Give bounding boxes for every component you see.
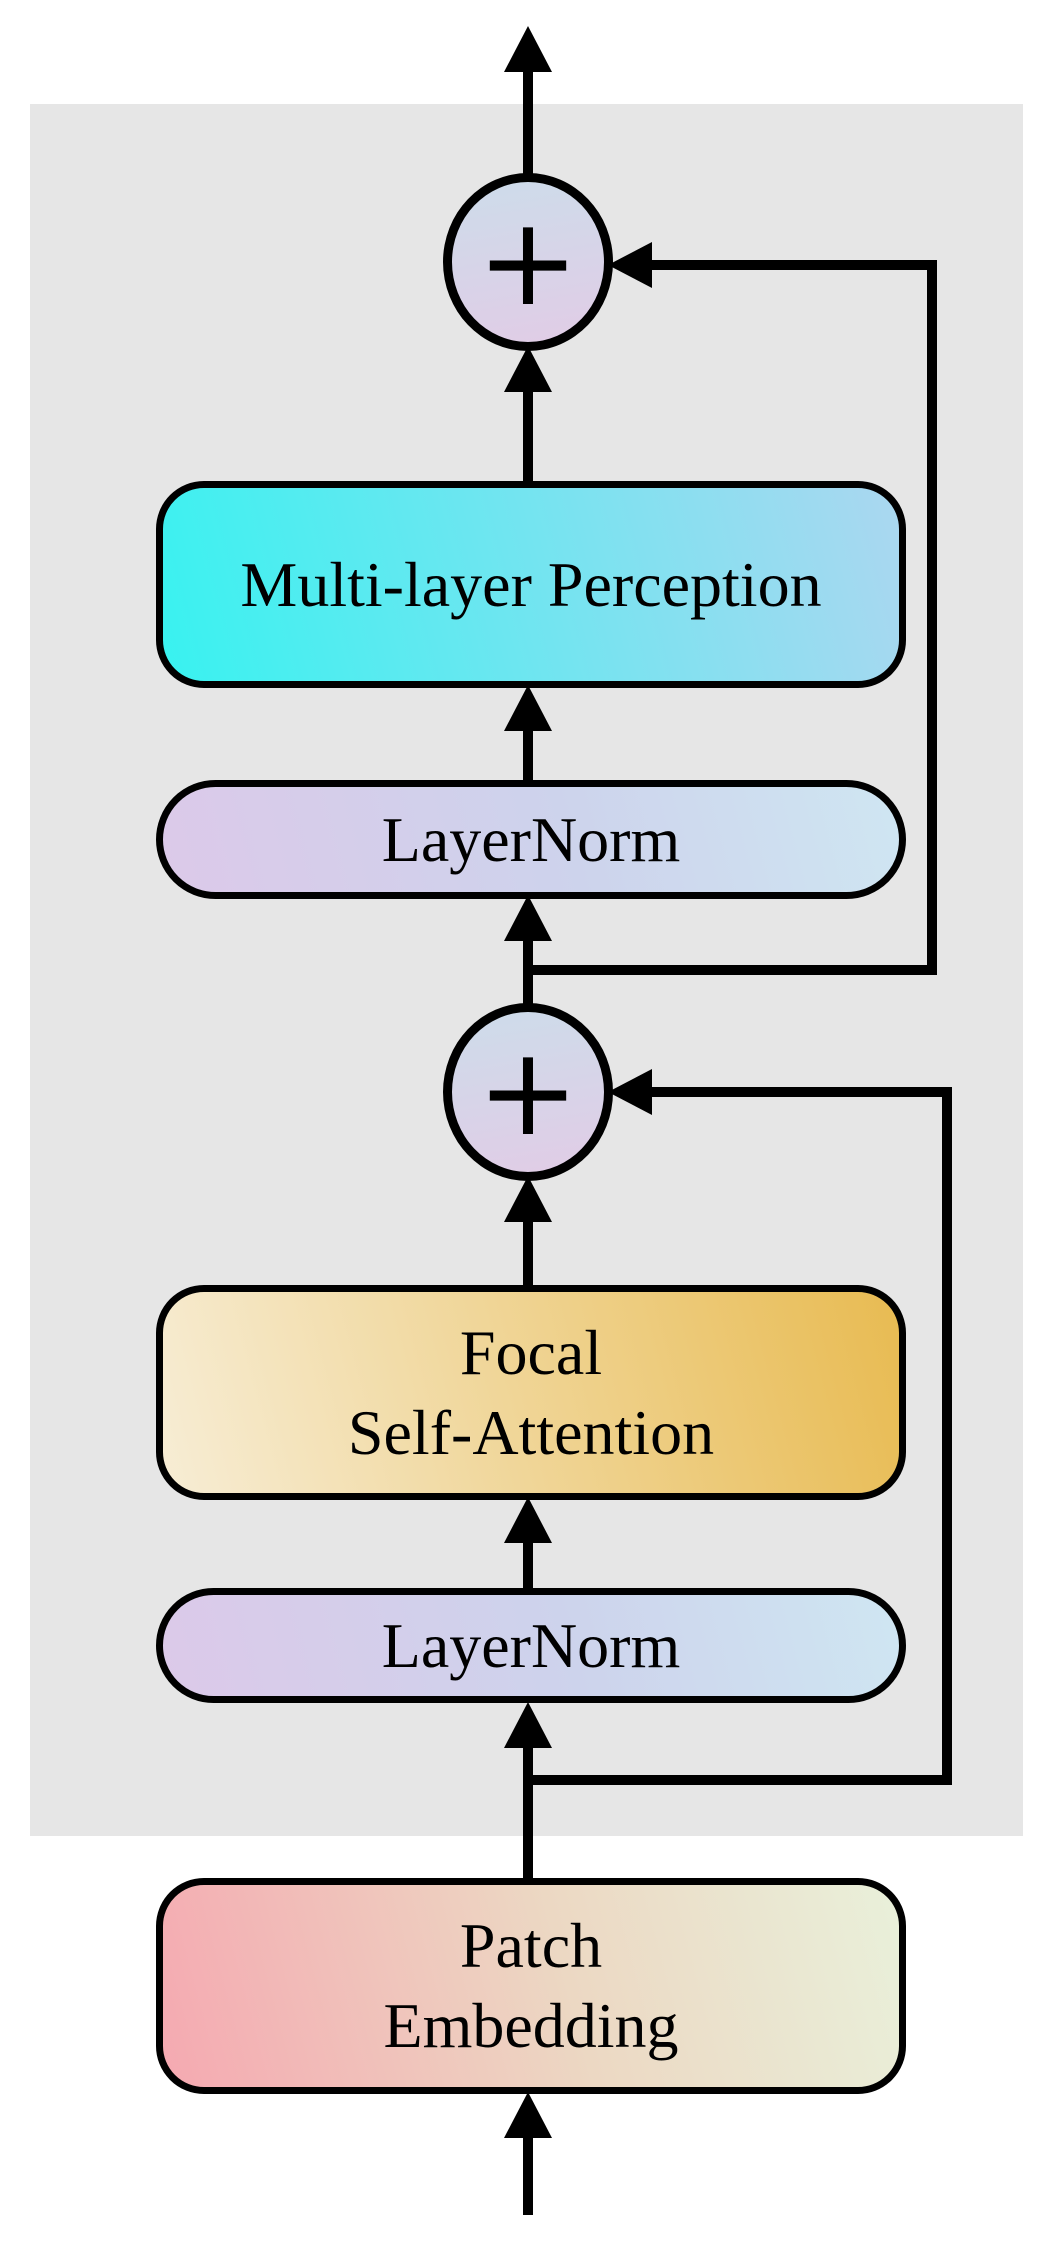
fsa-to-add-arrowhead-icon [504, 1176, 552, 1222]
skip-bottom-horizontal-line [650, 1087, 952, 1097]
mlp-to-add-line [523, 388, 533, 486]
skip-bottom-branch-line [523, 1775, 952, 1785]
focal-self-attention-box: Focal Self-Attention [156, 1285, 906, 1500]
skip-bottom-vertical-line [942, 1087, 952, 1785]
patch-embedding-label-line2: Embedding [383, 1990, 679, 2061]
fsa-to-add-line [523, 1218, 533, 1289]
layernorm-top-box: LayerNorm [156, 780, 906, 899]
input-arrowhead-icon [504, 2092, 552, 2138]
pe-to-layernorm-line [523, 1744, 533, 1878]
layernorm-to-mlp-line [523, 727, 533, 784]
patch-embedding-label-line1: Patch [459, 1910, 603, 1981]
layernorm-to-fsa-arrowhead-icon [504, 1497, 552, 1543]
layernorm-bottom-box: LayerNorm [156, 1588, 906, 1703]
focal-label-line2: Self-Attention [347, 1396, 715, 1468]
plus-icon: + [476, 191, 580, 333]
pe-to-layernorm-arrowhead-icon [504, 1702, 552, 1748]
output-arrow-line [523, 62, 533, 178]
skip-top-arrowhead-icon [608, 242, 652, 288]
add-to-layernorm-arrowhead-icon [504, 895, 552, 941]
skip-top-vertical-line [927, 260, 937, 975]
skip-top-branch-line [523, 965, 937, 975]
layernorm-to-fsa-line [523, 1539, 533, 1592]
layernorm-top-label: LayerNorm [381, 803, 681, 875]
layernorm-bottom-label: LayerNorm [381, 1609, 681, 1681]
layernorm-to-mlp-arrowhead-icon [504, 685, 552, 731]
patch-embedding-box: Patch Embedding [156, 1878, 906, 2094]
output-arrowhead-icon [504, 26, 552, 72]
plus-icon: + [476, 1021, 580, 1163]
input-arrow-line [523, 2135, 533, 2215]
skip-bottom-arrowhead-icon [608, 1069, 652, 1115]
focal-label-line1: Focal [459, 1316, 603, 1388]
add-node-top: + [443, 173, 613, 351]
mlp-label: Multi-layer Perception [240, 548, 822, 620]
skip-top-horizontal-line [650, 260, 937, 270]
mlp-box: Multi-layer Perception [156, 481, 906, 688]
mlp-to-add-arrowhead-icon [504, 346, 552, 392]
add-node-bottom: + [443, 1003, 613, 1181]
